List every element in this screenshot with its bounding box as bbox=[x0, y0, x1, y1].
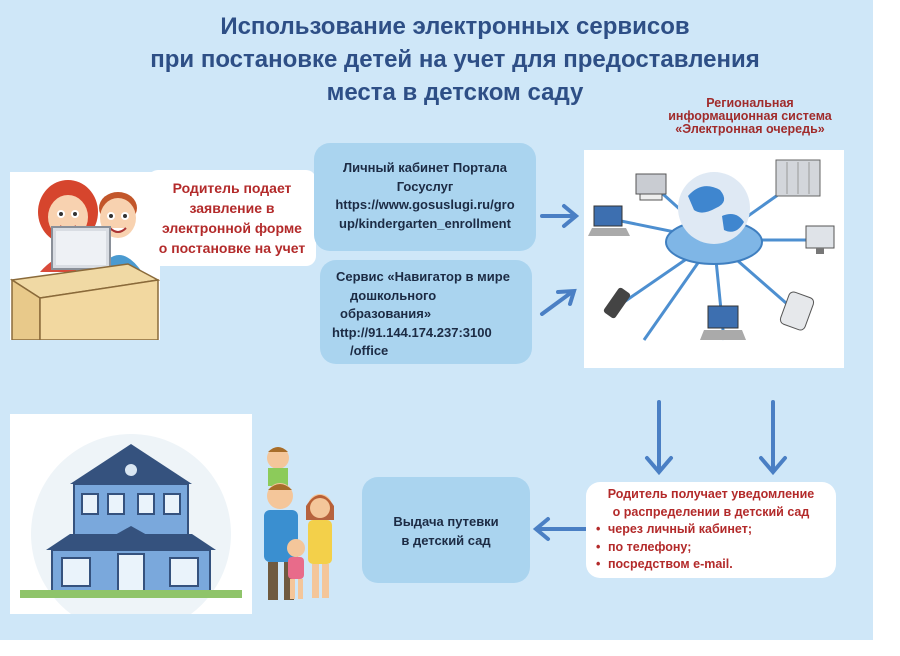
arrows-to-notification bbox=[645, 400, 787, 476]
arrow-to-voucher bbox=[532, 517, 588, 541]
navigator-link[interactable]: http://91.144.174.237:3100 bbox=[332, 324, 492, 340]
printer-icon bbox=[635, 173, 667, 201]
house-illustration bbox=[10, 414, 252, 614]
family-illustration bbox=[264, 447, 334, 600]
list-item: посредством e-mail. bbox=[596, 556, 828, 574]
gosuslugi-portal-box: Личный кабинет Портала Госуслуг https://… bbox=[314, 143, 536, 251]
notification-box: Родитель получает уведомление о распреде… bbox=[586, 482, 836, 578]
navigator-link-cont[interactable]: /office bbox=[350, 343, 389, 358]
gosuslugi-link-cont[interactable]: up/kindergarten_enrollment bbox=[339, 215, 511, 231]
list-item: через личный кабинет; bbox=[596, 521, 828, 539]
notification-channels-list: через личный кабинет; по телефону; посре… bbox=[594, 521, 828, 574]
navigator-service-box: Сервис «Навигатор в мире дошкольного обр… bbox=[320, 260, 532, 364]
phone-icon bbox=[603, 287, 631, 319]
parent-submits-application-box: Родитель подает заявление в электронной … bbox=[148, 170, 316, 266]
list-item: по телефону; bbox=[596, 539, 828, 557]
regional-system-label: Региональная информационная система «Эле… bbox=[668, 96, 832, 136]
arrow-icon bbox=[540, 290, 574, 316]
gosuslugi-link[interactable]: https://www.gosuslugi.ru/gro bbox=[335, 197, 515, 212]
pda-icon bbox=[779, 291, 815, 331]
server-icon bbox=[775, 159, 821, 197]
voucher-issue-box: Выдача путевки в детский сад bbox=[362, 477, 530, 583]
monitor-icon bbox=[805, 225, 835, 254]
parents-at-computer-illustration bbox=[10, 172, 160, 340]
laptop-icon bbox=[588, 205, 630, 236]
arrows-to-system bbox=[540, 204, 580, 316]
network-globe-illustration bbox=[584, 150, 844, 368]
laptop-icon bbox=[700, 305, 746, 340]
page-title: Использование электронных сервисов при п… bbox=[150, 13, 760, 106]
